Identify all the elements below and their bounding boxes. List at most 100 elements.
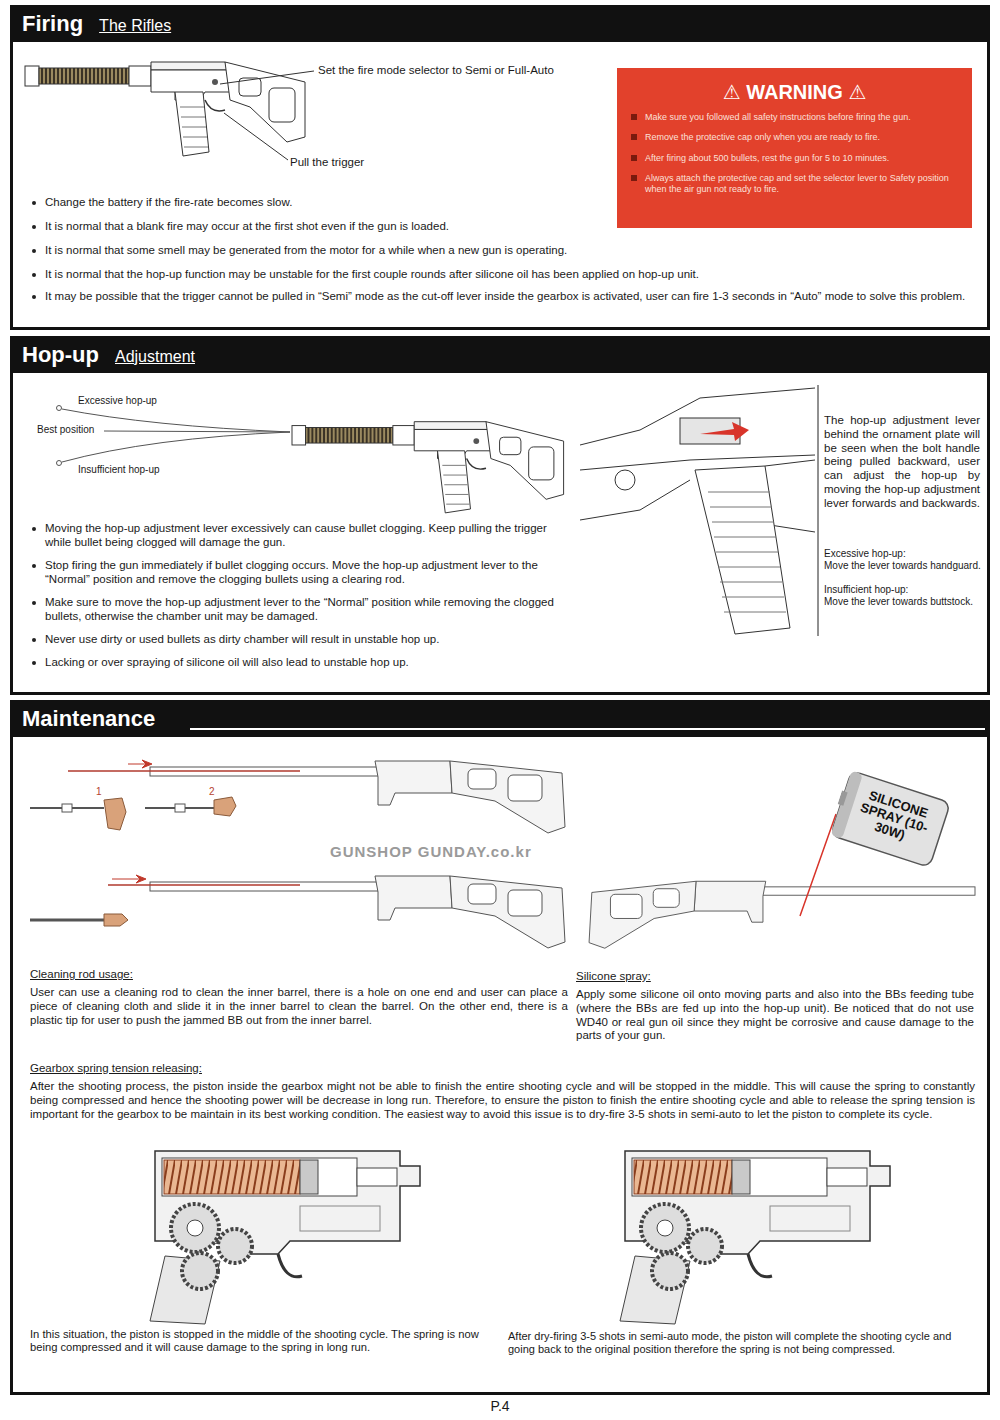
trajectory-line bbox=[104, 431, 290, 432]
bullet-dot bbox=[32, 661, 36, 665]
leader-line bbox=[220, 71, 314, 84]
cleaning-rod bbox=[108, 884, 300, 886]
bullet-dot bbox=[32, 601, 36, 605]
section-subtitle: The Rifles bbox=[99, 17, 171, 35]
header-rule bbox=[190, 728, 985, 730]
can-body bbox=[831, 771, 951, 868]
gearbox-drawing bbox=[150, 1151, 420, 1324]
bullet-dot bbox=[32, 249, 36, 253]
rifle-drawing bbox=[292, 422, 564, 513]
paragraph-text: Apply some silicone oil onto moving part… bbox=[576, 988, 974, 1043]
section-header: Maintenance bbox=[10, 700, 990, 737]
trajectory-end bbox=[57, 406, 62, 411]
hint-heading: Insufficient hop-up: bbox=[824, 584, 986, 596]
rifle-drawing bbox=[150, 876, 565, 948]
paragraph-heading: Gearbox spring tension releasing: bbox=[30, 1062, 430, 1076]
bullet-dot bbox=[32, 273, 36, 277]
illustration-part bbox=[62, 804, 72, 812]
section-header: Hop-up Adjustment bbox=[10, 336, 990, 373]
illustration-part bbox=[708, 492, 786, 612]
figure-caption: After dry-firing 3-5 shots in semi-auto … bbox=[508, 1330, 980, 1356]
gearbox-drawing bbox=[620, 1151, 890, 1324]
direction-arrow bbox=[128, 760, 152, 768]
section-frame bbox=[10, 700, 990, 1395]
note-item: It is normal that the hop-up function ma… bbox=[45, 268, 985, 282]
note-item: Moving the hop-up adjustment lever exces… bbox=[45, 522, 570, 550]
description-text: The hop-up adjustment lever behind the o… bbox=[824, 414, 980, 511]
section-ground bbox=[13, 373, 987, 692]
note-item: It is normal that a blank fire may occur… bbox=[45, 220, 985, 234]
can-shade bbox=[831, 771, 863, 839]
callout-text: Pull the trigger bbox=[290, 156, 430, 170]
paragraph-heading: Cleaning rod usage: bbox=[30, 968, 330, 982]
illustration-part bbox=[580, 455, 815, 470]
bullet-dot bbox=[32, 527, 36, 531]
illustration-part bbox=[818, 385, 819, 636]
spring bbox=[164, 1160, 300, 1194]
illustration-part bbox=[214, 797, 236, 816]
warning-box: ⚠ WARNING ⚠ Make sure you followed all sa… bbox=[617, 68, 972, 228]
illustration-part bbox=[580, 388, 815, 445]
trajectory-line bbox=[62, 409, 290, 432]
note-item: Change the battery if the fire-rate beco… bbox=[45, 196, 985, 210]
note-item: Stop firing the gun immediately if bulle… bbox=[45, 559, 570, 587]
piston bbox=[300, 1160, 318, 1194]
spring bbox=[634, 1160, 732, 1194]
paragraph-text: After the shooting process, the piston i… bbox=[30, 1080, 975, 1121]
illustration-part bbox=[175, 804, 185, 812]
rod-tip-detail bbox=[30, 914, 128, 926]
bullet-square bbox=[631, 175, 637, 181]
note-item: Lacking or over spraying of silicone oil… bbox=[45, 656, 570, 670]
section-subtitle: Adjustment bbox=[115, 348, 195, 366]
illustration-part bbox=[30, 919, 104, 922]
rod-detail bbox=[30, 797, 236, 830]
note-item: Never use dirty or used bullets as dirty… bbox=[45, 633, 570, 647]
figure-caption: In this situation, the piston is stopped… bbox=[30, 1328, 508, 1355]
callout-number: 2 bbox=[209, 786, 223, 798]
section-title: Hop-up bbox=[22, 342, 99, 368]
rifle-drawing bbox=[589, 881, 975, 948]
note-item: It is normal that some smell may be gene… bbox=[45, 244, 985, 258]
warning-item: Always attach the protective cap and set… bbox=[631, 173, 958, 196]
bullet-dot bbox=[32, 225, 36, 229]
paragraph-text: User can use a cleaning rod to clean the… bbox=[30, 986, 568, 1027]
hopup-closeup bbox=[580, 385, 818, 636]
watermark: GUNSHOP GUNDAY.co.kr bbox=[330, 843, 590, 861]
note-item: Make sure to move the hop-up adjustment … bbox=[45, 596, 570, 624]
section-title: Maintenance bbox=[22, 706, 155, 732]
bullet-dot bbox=[32, 295, 36, 299]
bullet-dot bbox=[32, 564, 36, 568]
trajectory-line bbox=[62, 432, 290, 462]
bullet-square bbox=[631, 114, 637, 120]
trajectory-label: Excessive hop-up bbox=[78, 395, 228, 407]
bullet-dot bbox=[32, 638, 36, 642]
spray-line bbox=[800, 814, 836, 916]
section-ground bbox=[13, 737, 987, 1392]
illustration-part bbox=[615, 470, 635, 490]
illustration-part bbox=[700, 422, 749, 441]
can-nozzle bbox=[838, 791, 848, 806]
bullet-dot bbox=[32, 201, 36, 205]
section-ground bbox=[13, 42, 987, 327]
section-frame bbox=[10, 5, 990, 330]
warning-item: Remove the protective cap only when you … bbox=[631, 132, 958, 143]
warning-item: Make sure you followed all safety instru… bbox=[631, 112, 958, 123]
bullet-square bbox=[631, 134, 637, 140]
illustration-part bbox=[695, 466, 790, 634]
warning-item: After firing about 500 bullets, rest the… bbox=[631, 153, 958, 164]
leader-line bbox=[224, 113, 288, 160]
trajectory-label: Insufficient hop-up bbox=[78, 464, 228, 476]
bullet-square bbox=[631, 155, 637, 161]
callout-number: 1 bbox=[96, 786, 110, 798]
hint-heading: Excessive hop-up: bbox=[824, 548, 986, 560]
section-title: Firing bbox=[22, 11, 83, 37]
section-header: Firing The Rifles bbox=[10, 5, 990, 42]
trajectory-end bbox=[57, 461, 62, 466]
piston bbox=[732, 1160, 750, 1194]
rifle-drawing bbox=[150, 761, 565, 833]
paragraph-heading: Silicone spray: bbox=[576, 970, 876, 984]
callout-text: Set the fire mode selector to Semi or Fu… bbox=[318, 64, 618, 78]
warning-heading: ⚠ WARNING ⚠ bbox=[631, 80, 958, 104]
trajectory-label: Best position bbox=[37, 424, 103, 436]
